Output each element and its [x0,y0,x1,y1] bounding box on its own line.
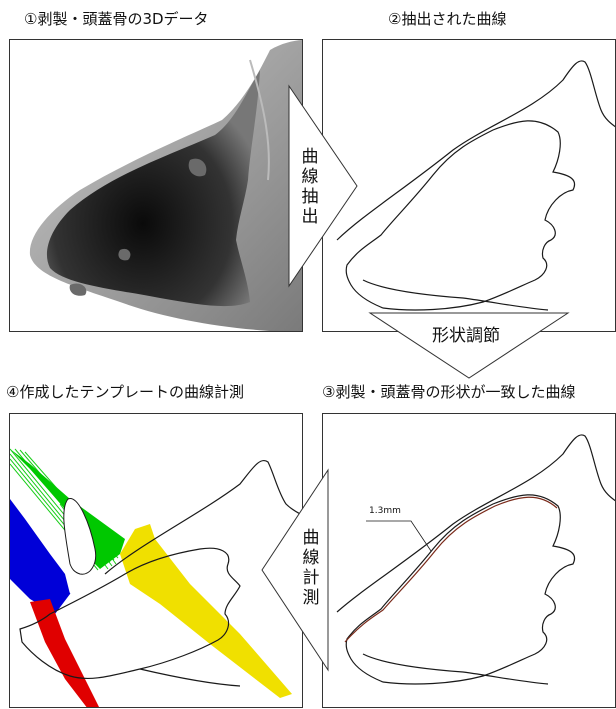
caption-step1: ①剥製・頭蓋骨の3Dデータ [24,10,209,28]
panel-template-measurement [9,413,303,708]
dimension-leader [366,520,432,552]
measure-char-2: 線 [302,548,320,568]
extract-char-3: 抽 [301,187,319,207]
panel-3d-data [9,39,303,332]
extract-char-2: 線 [301,167,319,187]
extracted-curves-drawing [336,60,615,311]
caption-step3: ③剥製・頭蓋骨の形状が一致した曲線 [322,383,576,401]
measure-char-1: 曲 [302,528,320,548]
measure-arrow [261,468,329,672]
measure-char-3: 計 [302,568,320,588]
adjust-arrow-label: 形状調節 [432,326,500,346]
blue-measurement-lines [10,503,71,603]
matched-curves-drawing [336,434,615,685]
extract-char-4: 出 [301,207,319,227]
measure-arrow-label: 曲 線 計 測 [301,528,321,608]
caption-step2: ②抽出された曲線 [388,10,507,28]
extract-arrow [288,84,358,288]
extract-arrow-label: 曲 線 抽 出 [300,147,320,227]
head-render-illustration [29,40,302,331]
caption-step4: ④作成したテンプレートの曲線計測 [6,383,244,401]
measure-char-4: 測 [302,588,320,608]
adjust-arrow [368,312,570,379]
panel-matched-curves: 1.3mm [322,413,616,708]
dimension-label: 1.3mm [369,506,401,516]
extract-char-1: 曲 [301,147,319,167]
template-measurement-drawing [10,448,302,707]
